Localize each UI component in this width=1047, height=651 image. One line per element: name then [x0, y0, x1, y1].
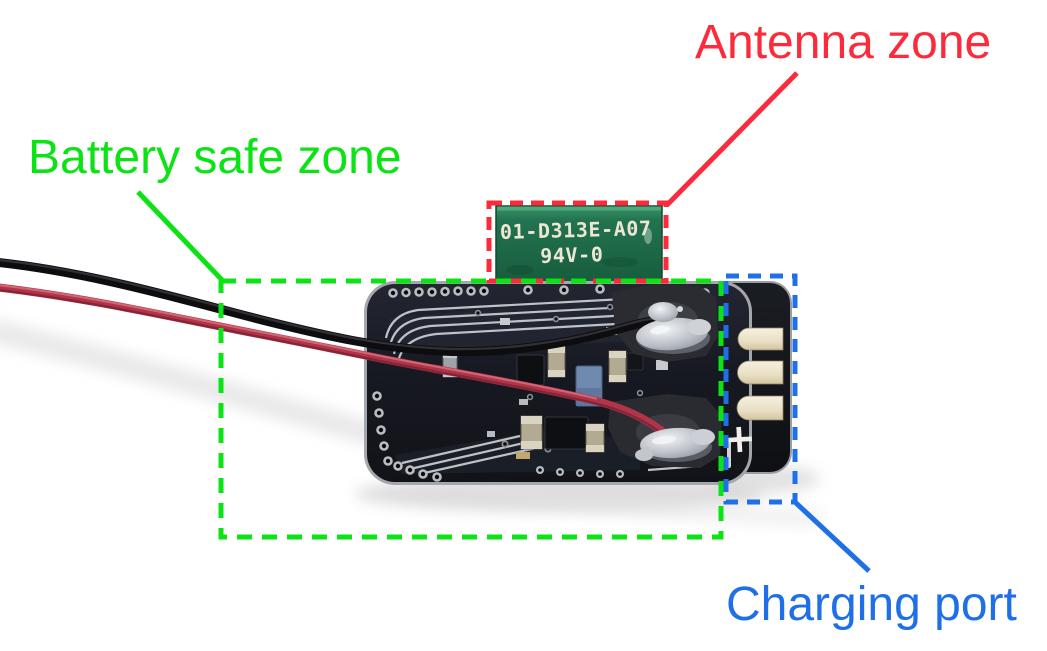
solder-joints [635, 302, 715, 462]
antenna-zone-label: Antenna zone [695, 16, 992, 69]
antenna-pcb-bevel [497, 206, 661, 211]
charging-pad-2 [737, 360, 784, 385]
battery-safe-zone-box [218, 278, 724, 540]
charging-pad-1 [737, 327, 784, 351]
antenna-marking-line1: 01-D313E-A07 [500, 216, 652, 244]
battery-wire-black [0, 258, 673, 357]
battery-safe-zone-label: Battery safe zone [28, 131, 402, 184]
charging-port-label: Charging port [726, 578, 1017, 631]
battery-wires [0, 258, 673, 440]
antenna-zone-box [486, 200, 669, 284]
battery-safe-zone-leader-line [136, 190, 225, 283]
charging-pad-3 [736, 395, 784, 421]
antenna-marking-line2: 94V-0 [540, 242, 604, 268]
smd-components [442, 318, 707, 459]
antenna-zone-leader-line [665, 71, 799, 207]
solder-joint-bottom [635, 427, 715, 462]
solder-joint-top [636, 302, 711, 354]
charging-port-box [723, 273, 798, 505]
charging-port-leader-line [794, 501, 871, 573]
antenna-pcb: 01-D313E-A07 94V-0 [495, 205, 663, 285]
battery-wire-red [0, 283, 672, 440]
